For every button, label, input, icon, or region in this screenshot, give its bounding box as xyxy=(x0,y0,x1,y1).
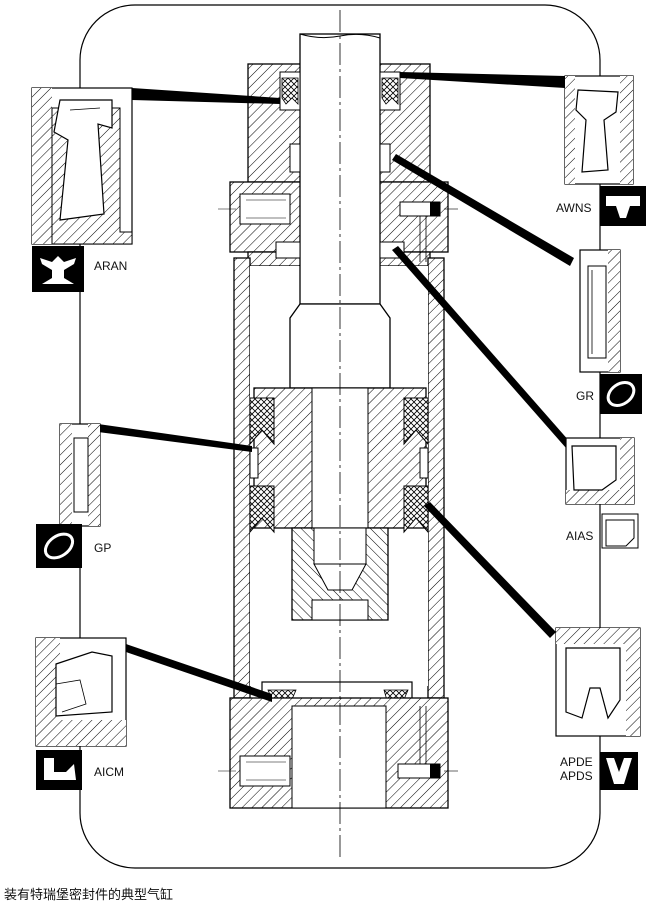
label-aran: ARAN xyxy=(94,259,127,273)
leader-lines xyxy=(98,72,574,702)
label-gp: GP xyxy=(94,541,111,555)
barrel-left-wall xyxy=(233,257,251,699)
icon-gr xyxy=(600,374,642,414)
icon-awns xyxy=(600,186,646,226)
label-awns: AWNS xyxy=(556,201,592,215)
icon-gp xyxy=(36,524,82,568)
detail-gr xyxy=(579,249,621,373)
head-bolt-left xyxy=(218,193,291,225)
piston xyxy=(249,387,429,534)
label-apds: APDS xyxy=(560,769,593,783)
icon-apde xyxy=(600,752,638,790)
label-apde: APDE xyxy=(560,755,593,769)
detail-aias xyxy=(565,437,635,505)
cylinder-body xyxy=(218,10,458,860)
figure-caption: 装有特瑞堡密封件的典型气缸 xyxy=(4,888,174,903)
cap-bolt-left xyxy=(218,755,291,787)
cap-port-right xyxy=(397,706,458,779)
label-aicm: AICM xyxy=(94,765,124,779)
icon-aran xyxy=(32,246,84,292)
detail-awns xyxy=(564,75,634,185)
detail-apde xyxy=(555,627,641,737)
icon-aicm xyxy=(36,750,82,790)
detail-aran xyxy=(31,87,133,245)
detail-aicm xyxy=(35,637,127,747)
head-port-right xyxy=(399,201,458,262)
label-gr: GR xyxy=(576,389,594,403)
barrel-right-wall xyxy=(427,257,445,699)
icon-aias xyxy=(601,513,639,549)
detail-gp xyxy=(59,423,101,527)
label-aias: AIAS xyxy=(566,529,593,543)
